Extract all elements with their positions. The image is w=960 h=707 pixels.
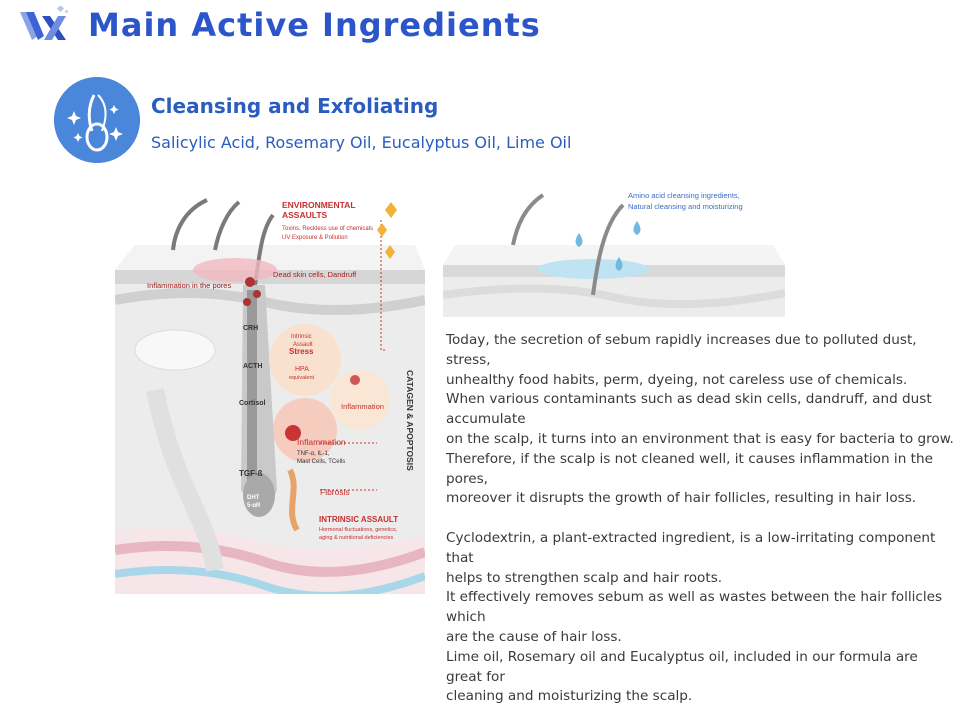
ingredients-list: Salicylic Acid, Rosemary Oil, Eucalyptus…	[151, 133, 572, 152]
hpa-label-1: HPA	[295, 366, 309, 373]
cytokines-label-1: TNF-α, IL-1,	[297, 451, 330, 457]
catagen-label: CATAGEN & APOPTOSIS	[405, 370, 415, 471]
cleansing-diagram: Amino acid cleansing ingredients, Natura…	[443, 191, 785, 317]
crh-label: CRH	[243, 325, 258, 332]
p2-line: Lime oil, Rosemary oil and Eucalyptus oi…	[446, 648, 918, 685]
cortisol-label: Cortisol	[239, 400, 266, 407]
stress-label: Stress	[289, 347, 314, 356]
description-text: Today, the secretion of sebum rapidly in…	[446, 331, 956, 707]
hair-sparkle-icon	[54, 77, 140, 163]
amino-label-2: Natural cleansing and moisturizing	[628, 202, 743, 211]
p1-line: Therefore, if the scalp is not cleaned w…	[446, 450, 933, 487]
p2-line: are the cause of hair loss.	[446, 628, 622, 645]
acth-label: ACTH	[243, 363, 262, 370]
scalp-inflammation-diagram: ENVIRONMENTAL ASSAULTS Toxins, Reckless …	[115, 198, 425, 594]
env-sub-2: UV Exposure & Pollution	[282, 235, 348, 241]
intrinsic-assault-sub-1: Hormonal fluctuations, genetics,	[319, 527, 398, 533]
intrinsic-assault-sub-2: aging & nutritional deficiencies	[319, 535, 394, 541]
page-title: Main Active Ingredients	[88, 6, 541, 44]
paragraph-gap	[446, 509, 956, 529]
p1-line: Today, the secretion of sebum rapidly in…	[446, 332, 917, 368]
dht-label-1: DHT	[247, 495, 260, 501]
p1-line: moreover it disrupts the growth of hair …	[446, 490, 917, 507]
intrinsic-label-1: Intrinsic	[291, 334, 312, 340]
intrinsic-assault-label: INTRINSIC ASSAULT	[319, 515, 398, 524]
env-sub-1: Toxins, Reckless use of chemicals	[282, 226, 373, 232]
env-title-2: ASSAULTS	[282, 210, 328, 220]
tgf-label: TGF-ß	[239, 469, 263, 478]
dead-skin-label: Dead skin cells, Dandruff	[273, 270, 357, 279]
cytokines-label-2: Mast Cells, TCells	[297, 459, 345, 465]
section-title: Cleansing and Exfoliating	[151, 94, 439, 118]
fibrosis-label: Fibrosis	[320, 487, 350, 497]
env-title-1: ENVIRONMENTAL	[282, 200, 356, 210]
inflammation-pores-label: Inflammation in the pores	[147, 281, 231, 290]
p2-line: It effectively removes sebum as well as …	[446, 589, 943, 626]
hpa-label-2: equivalent	[289, 375, 315, 381]
inflammation-ball-label: Inflammation	[341, 402, 384, 411]
p1-line: on the scalp, it turns into an environme…	[446, 430, 954, 447]
vx-logo-icon	[20, 6, 69, 40]
p2-line: Cyclodextrin, a plant-extracted ingredie…	[446, 529, 936, 566]
intrinsic-label-2: Assault	[293, 342, 313, 348]
inflammation-label: Inflammation	[297, 437, 346, 447]
p2-line: helps to strengthen scalp and hair roots…	[446, 569, 723, 586]
p2-line: cleaning and moisturizing the scalp.	[446, 688, 693, 705]
p1-line: When various contaminants such as dead s…	[446, 391, 932, 428]
p1-line: unhealthy food habits, perm, dyeing, not…	[446, 371, 908, 388]
amino-label-1: Amino acid cleansing ingredients,	[628, 191, 740, 200]
dht-label-2: 5-αR	[247, 503, 261, 509]
